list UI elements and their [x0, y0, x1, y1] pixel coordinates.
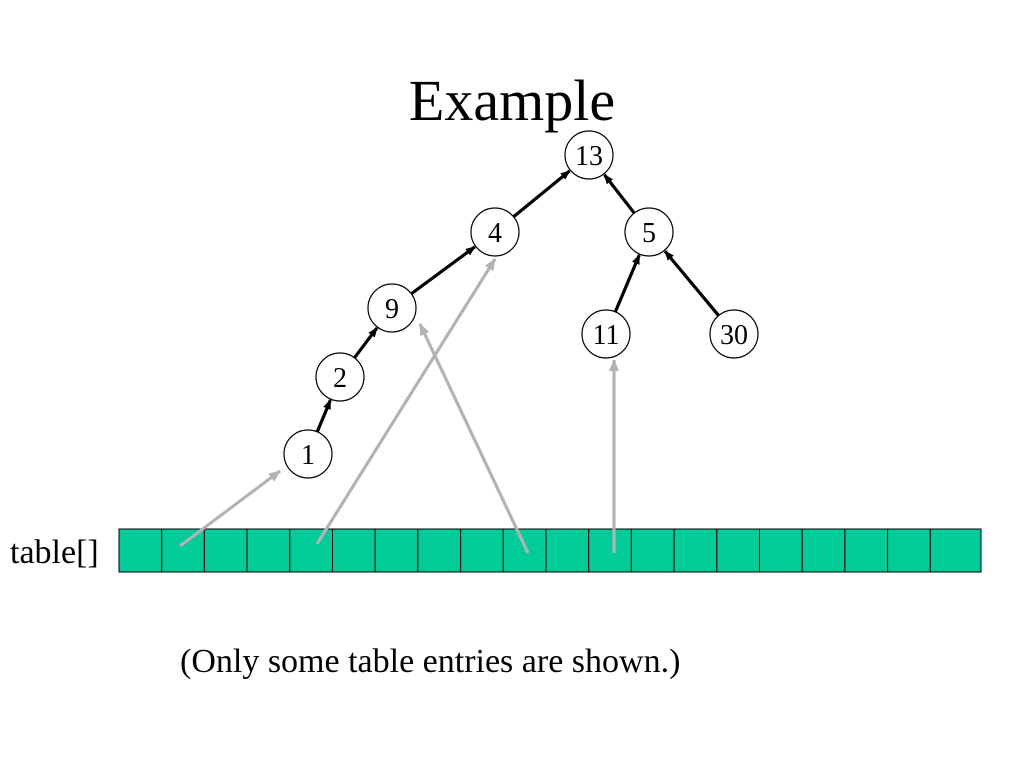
table-cell-4 [289, 528, 333, 573]
tree-edge-n5-n13 [603, 173, 636, 215]
table-cell-3 [246, 528, 291, 573]
tree-node-1: 1 [283, 429, 333, 479]
table-cell-16 [801, 528, 846, 573]
table-cell-1 [161, 528, 205, 573]
table-pointers [179, 258, 619, 554]
table-label: table[] [10, 534, 99, 571]
node-circle [709, 309, 759, 359]
table-cell-13 [673, 528, 718, 573]
node-label: 9 [385, 294, 399, 325]
node-circle [470, 207, 520, 257]
tree-node-2: 2 [315, 352, 365, 402]
tree-node-11: 11 [581, 309, 631, 359]
node-label: 13 [575, 141, 603, 172]
node-label: 4 [488, 218, 502, 249]
table-cell-6 [374, 528, 419, 573]
node-label: 2 [333, 363, 347, 394]
node-label: 11 [593, 320, 620, 351]
node-circle [564, 130, 614, 180]
table-pointer-1-to-n1 [179, 469, 281, 548]
table-pointer-4-to-n4 [315, 258, 497, 545]
tree-edge-n4-n13 [512, 169, 571, 219]
tree-node-5: 5 [624, 207, 674, 257]
table-cell-5 [332, 528, 376, 573]
tree-node-30: 30 [709, 309, 759, 359]
table-cell-18 [887, 528, 931, 573]
tree-node-13: 13 [564, 130, 614, 180]
table-cell-15 [759, 528, 803, 573]
tree-edge-n30-n5 [663, 250, 720, 317]
table-array [118, 528, 982, 573]
tree-edge-n9-n4 [410, 245, 476, 296]
node-circle [624, 207, 674, 257]
table-cell-0 [118, 528, 163, 573]
table-cell-11 [588, 528, 632, 573]
caption: (Only some table entries are shown.) [180, 643, 681, 680]
table-cell-10 [545, 528, 590, 573]
tree-nodes: 13 4 5 9 11 30 2 1 [283, 130, 759, 479]
tree-edge-n11-n5 [613, 254, 641, 313]
table-cell-14 [716, 528, 760, 573]
table-pointer-9-to-n9 [418, 323, 530, 554]
table-cell-2 [203, 528, 248, 573]
tree-edges [315, 169, 720, 433]
node-label: 30 [720, 320, 748, 351]
node-circle [315, 352, 365, 402]
tree-node-9: 9 [367, 283, 417, 333]
table-cell-9 [502, 528, 547, 573]
node-circle [283, 429, 333, 479]
table-cell-19 [929, 528, 982, 573]
table-cell-17 [844, 528, 889, 573]
tree-node-4: 4 [470, 207, 520, 257]
table-cell-8 [460, 528, 504, 573]
node-circle [581, 309, 631, 359]
table-cell-12 [630, 528, 675, 573]
node-label: 5 [642, 218, 656, 249]
node-label: 1 [301, 440, 315, 471]
table-cell-7 [417, 528, 462, 573]
slide-title: Example [408, 68, 616, 133]
tree-edge-n1-n2 [315, 399, 332, 433]
tree-edge-n2-n9 [353, 327, 379, 359]
node-circle [367, 283, 417, 333]
